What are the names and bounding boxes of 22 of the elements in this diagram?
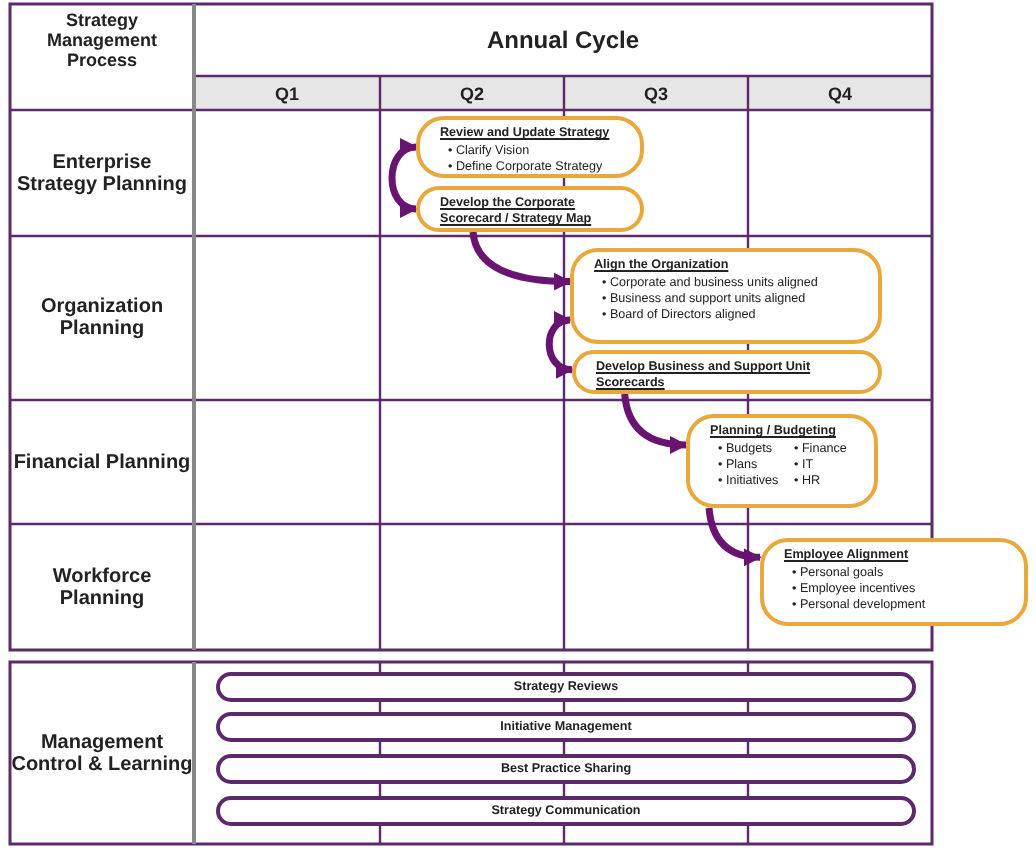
curved-arrow [621, 393, 688, 454]
column-header: Q4 [827, 83, 852, 103]
process-box [570, 248, 882, 344]
row-header: Organization Planning [38, 296, 166, 340]
row-header: Management Control & Learning [10, 731, 194, 775]
process-box [416, 186, 644, 232]
column-header: Q3 [643, 83, 668, 103]
process-box [416, 116, 644, 178]
column-header: Q2 [459, 83, 484, 103]
process-box [686, 414, 878, 508]
row-header: Strategy Management Process [44, 10, 159, 70]
table-title: Annual Cycle [486, 26, 640, 54]
curved-arrow [545, 313, 574, 377]
column-header: Q1 [274, 83, 299, 103]
curved-arrow [705, 507, 762, 566]
row-header: Workforce Planning [50, 565, 154, 609]
row-header: Financial Planning [13, 451, 191, 473]
curved-arrow [388, 140, 418, 216]
row-header: Enterprise Strategy Planning [14, 151, 189, 195]
process-box [760, 538, 1028, 626]
curved-arrow [469, 231, 572, 291]
process-box [572, 350, 882, 394]
